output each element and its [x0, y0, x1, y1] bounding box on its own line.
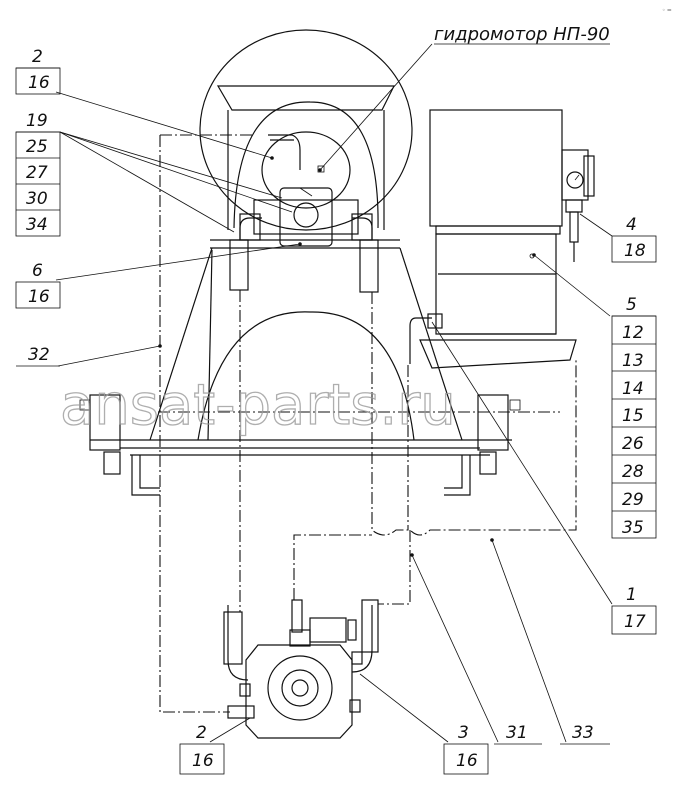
- callout-right-4: 4 18: [611, 215, 657, 263]
- callout-bottom-31-33: 31 33: [494, 723, 610, 745]
- callout-14: 14: [622, 379, 644, 399]
- callout-5: 5: [626, 295, 637, 315]
- pipe-routes: [158, 134, 577, 713]
- callout-27: 27: [26, 163, 48, 183]
- callout-mid-left: 6 16: [15, 261, 61, 309]
- callout-29: 29: [622, 490, 644, 510]
- top-hoses: [229, 217, 379, 293]
- callout-right-5: 5 12 13 14 15 26 28 29 35: [611, 295, 657, 539]
- callout-16-bottom-left: 16: [192, 751, 214, 771]
- callout-6: 6: [32, 261, 43, 281]
- callout-top-left: 2 16 19 25 27 30 34: [15, 47, 61, 237]
- callout-31: 31: [506, 723, 528, 743]
- callout-16-top: 16: [28, 73, 50, 93]
- watermark: ansat-parts.ru: [60, 373, 456, 438]
- corner-mark: ◦ ═: [662, 7, 671, 14]
- title-hydromotor: гидромотор НП-90: [434, 24, 610, 45]
- callout-25: 25: [26, 137, 48, 157]
- callout-16-bottom-mid: 16: [456, 751, 478, 771]
- callout-17: 17: [624, 612, 646, 632]
- callout-16-mid: 16: [28, 287, 50, 307]
- drum-assembly: [199, 29, 413, 247]
- callout-34: 34: [26, 215, 48, 235]
- tank-unit: [409, 109, 595, 369]
- callout-right-1: 1 17: [611, 585, 657, 635]
- callout-32: 32: [16, 345, 60, 367]
- callout-bottom-2: 2 16: [179, 723, 225, 775]
- housing-cone: [149, 247, 463, 441]
- callout-12: 12: [622, 323, 644, 343]
- callout-13: 13: [622, 351, 644, 371]
- callout-18: 18: [624, 241, 646, 261]
- callout-35: 35: [622, 518, 644, 538]
- callout-1: 1: [626, 585, 637, 605]
- callout-2-top: 2: [32, 47, 43, 67]
- leaders: [55, 43, 613, 743]
- callout-bottom-3: 3 16: [443, 723, 489, 775]
- callout-4: 4: [626, 215, 637, 235]
- pump-assembly: [223, 599, 379, 739]
- callout-32-label: 32: [28, 345, 50, 365]
- callout-2-bottom: 2: [196, 723, 207, 743]
- callout-28: 28: [622, 462, 644, 482]
- callout-26: 26: [622, 434, 644, 454]
- callout-19: 19: [26, 111, 48, 131]
- callout-15: 15: [622, 406, 644, 426]
- callout-30: 30: [26, 189, 48, 209]
- callout-3: 3: [458, 723, 469, 743]
- callout-33: 33: [572, 723, 594, 743]
